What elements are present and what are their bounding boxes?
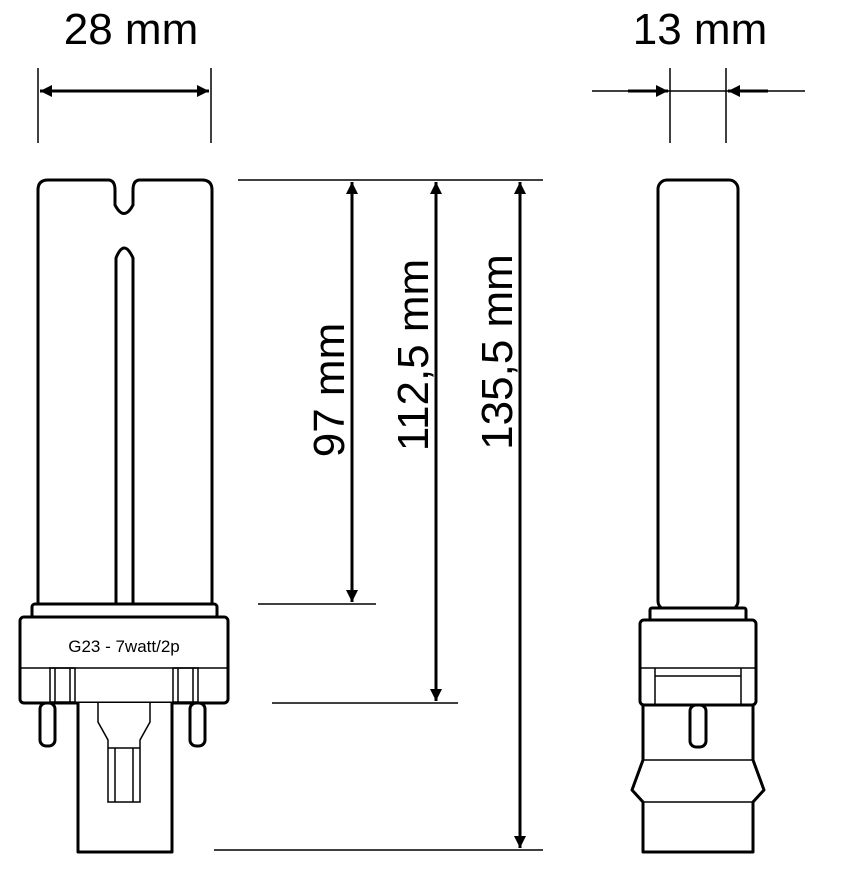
- front-starter-housing: [76, 703, 174, 854]
- front-pin-left: [38, 701, 57, 748]
- side-glass-tube: [656, 178, 740, 612]
- dim-label-135mm: 135,5 mm: [473, 254, 522, 450]
- side-lower-housing: [630, 703, 766, 854]
- dim-label-112mm: 112,5 mm: [389, 259, 438, 451]
- front-tube-slot: [114, 246, 135, 606]
- dim-label-13mm: 13 mm: [633, 5, 767, 54]
- dimension-width-front: 28 mm: [37, 5, 212, 143]
- dim-label-97mm: 97 mm: [305, 323, 354, 457]
- side-base: [638, 618, 758, 707]
- base-label: G23 - 7watt/2p: [68, 637, 180, 656]
- front-clip-right: [172, 667, 199, 703]
- front-clip-left: [49, 667, 76, 703]
- front-view-lamp: G23 - 7watt/2p: [18, 178, 230, 854]
- side-view-lamp: [630, 178, 766, 854]
- front-base: [18, 615, 230, 705]
- front-pin-right: [188, 701, 207, 748]
- dim-label-28mm: 28 mm: [64, 5, 198, 54]
- side-pin: [688, 703, 708, 749]
- dimension-heights: 97 mm 112,5 mm 135,5 mm: [214, 179, 543, 851]
- dimension-width-side: 13 mm: [592, 5, 805, 143]
